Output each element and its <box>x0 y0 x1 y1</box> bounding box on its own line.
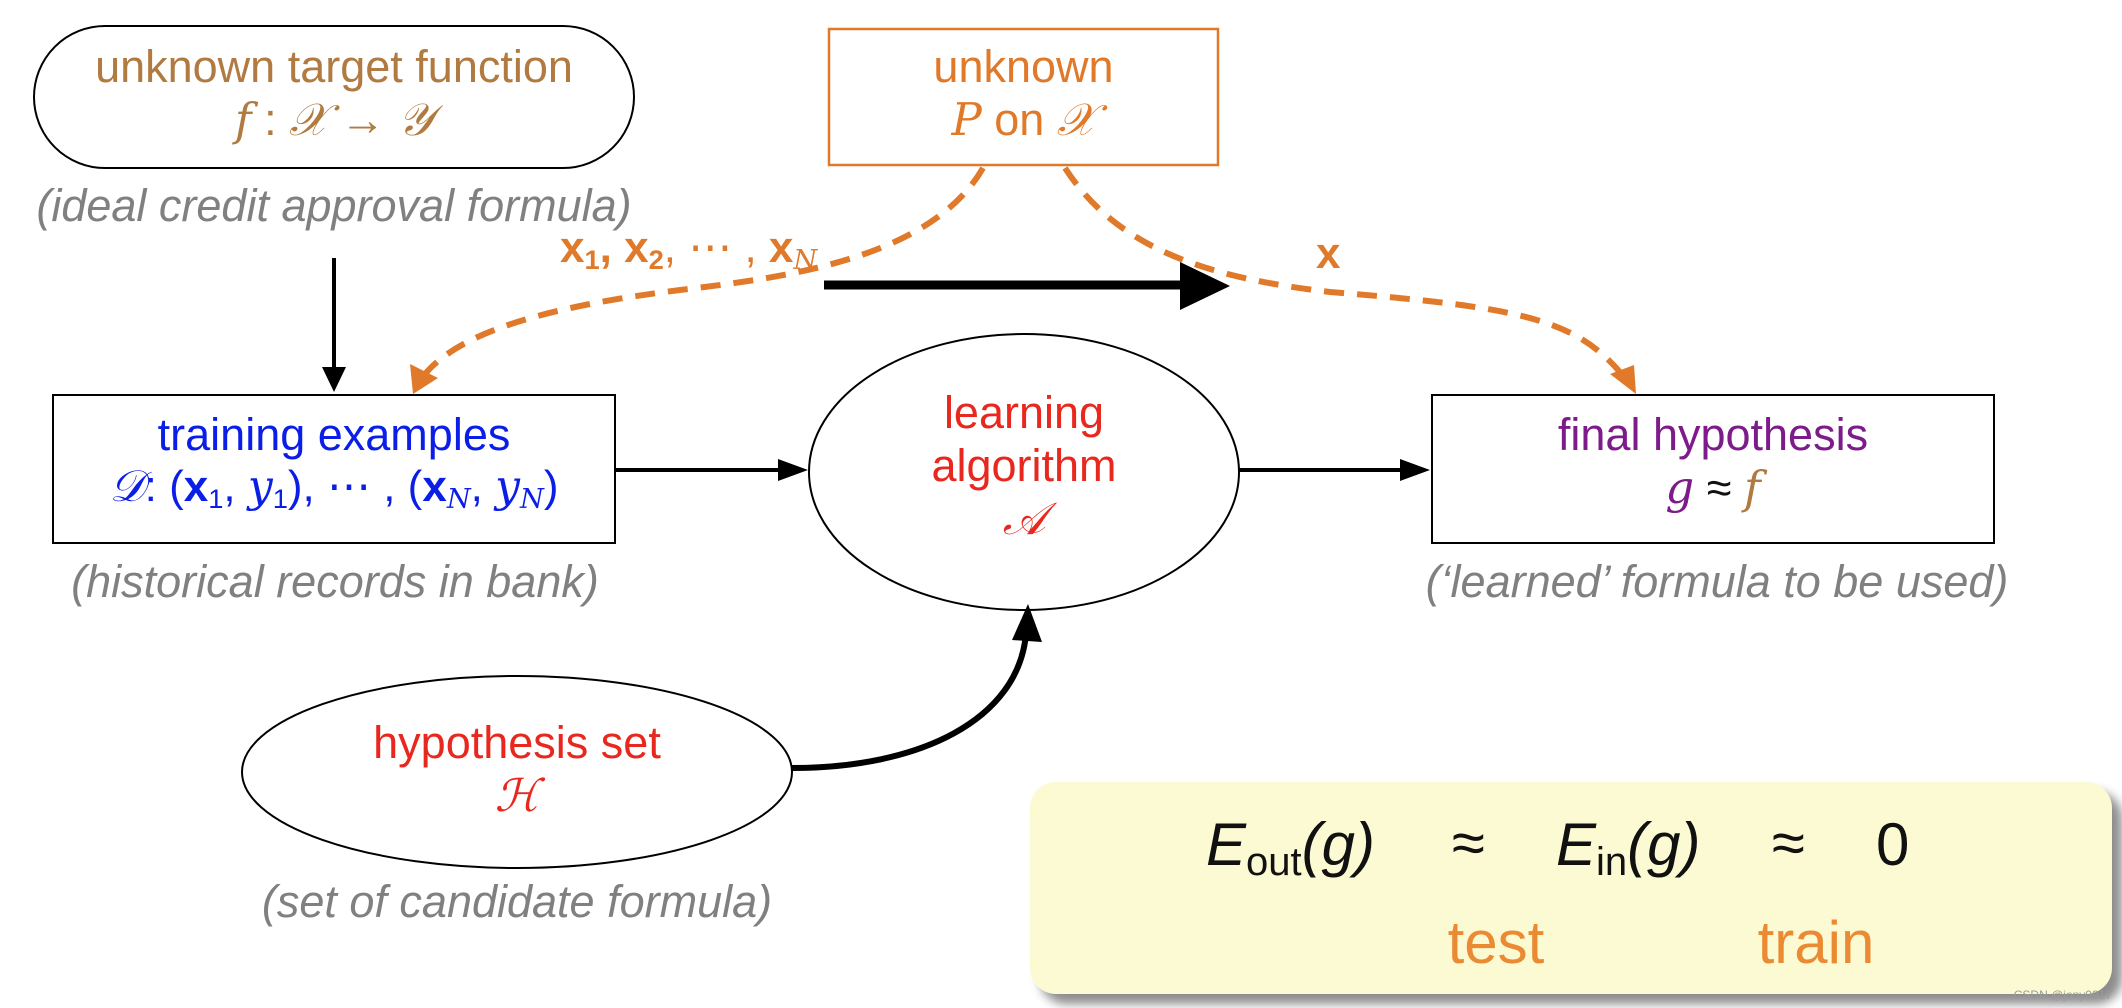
hypothesis-set-symbol: ℋ <box>494 769 540 823</box>
sample-to-training-dashed-arrow <box>415 166 986 386</box>
formula-zero: 0 <box>1876 811 1910 878</box>
hypothesis-to-algorithm-arrowhead <box>1012 604 1042 642</box>
training-title: training examples <box>157 409 511 460</box>
sample-to-training-arrowhead <box>410 364 438 394</box>
final-formula: g ≈ f <box>1432 461 1994 514</box>
target-colon: : <box>264 94 277 146</box>
algorithm-to-final-arrowhead <box>1400 459 1430 481</box>
target-Y: 𝒴 <box>397 93 434 147</box>
hypothesis-set-title: hypothesis set <box>373 717 661 768</box>
formula-E-out: Eout(g) <box>1206 811 1375 884</box>
training-dataset: 𝒟: (x1, y1), ⋯ , (xN, yN) <box>109 461 559 515</box>
hypothesis-set-node <box>241 675 793 869</box>
final-caption: (‘learned’ formula to be used) <box>1425 556 2009 607</box>
algorithm-label: learning algorithm 𝒜 <box>809 386 1239 545</box>
sample-to-final-arrowhead <box>1610 365 1636 394</box>
formula-panel <box>1030 782 2112 994</box>
same-distribution-arrowhead <box>1180 262 1230 310</box>
algorithm-symbol: 𝒜 <box>1002 492 1046 546</box>
hypothesis-set-caption: (set of candidate formula) <box>261 876 773 927</box>
target-node <box>33 25 635 169</box>
formula-E-in: Ein(g) <box>1556 811 1701 884</box>
distribution-P: P <box>951 93 982 147</box>
training-node <box>52 394 616 544</box>
sample-to-final-dashed-arrow <box>1062 166 1631 384</box>
samples-label: x1, x2, ⋯ , xN <box>560 223 818 276</box>
training-caption: (historical records in bank) <box>71 556 599 607</box>
target-mapping: f : 𝒳 → 𝒴 <box>34 93 634 146</box>
final-label: final hypothesis g ≈ f <box>1432 408 1994 514</box>
target-X: 𝒳 <box>289 93 328 147</box>
target-f: f <box>234 93 252 147</box>
target-label: unknown target function f : 𝒳 → 𝒴 <box>34 40 634 146</box>
distribution-on: on <box>994 94 1045 146</box>
distribution-node <box>827 27 1220 167</box>
hypothesis-to-algorithm-arrow <box>791 633 1029 771</box>
formula-approx-2: ≈ <box>1772 809 1805 876</box>
target-arrow: → <box>340 94 386 146</box>
training-to-algorithm-arrowhead <box>778 459 808 481</box>
algorithm-line2: algorithm <box>931 440 1117 492</box>
final-approx: ≈ <box>1706 462 1732 514</box>
hypothesis-set-label: hypothesis set ℋ <box>242 716 792 822</box>
watermark: CSDN @jony0917 <box>2013 988 2112 1002</box>
formula-approx-1: ≈ <box>1452 809 1485 876</box>
distribution-label: unknown P on 𝒳 <box>829 40 1218 146</box>
training-label: training examples 𝒟: (x1, y1), ⋯ , (xN, … <box>53 408 615 516</box>
distribution-X: 𝒳 <box>1056 93 1096 147</box>
target-title: unknown target function <box>95 41 573 92</box>
algorithm-line1: learning <box>943 387 1105 438</box>
underbrace-test-label: test <box>1447 909 1545 976</box>
test-point-label: x <box>1316 229 1341 278</box>
sample-xN: xN <box>768 223 818 276</box>
underbrace-train-label: train <box>1757 909 1875 976</box>
distribution-title: unknown <box>933 41 1114 92</box>
final-g: g <box>1665 461 1695 515</box>
target-caption: (ideal credit approval formula) <box>36 180 632 231</box>
sample-x1: x1 <box>560 223 600 275</box>
sample-x2: x2 <box>624 223 664 275</box>
distribution-formula: P on 𝒳 <box>829 93 1218 146</box>
target-to-training-arrowhead <box>322 367 346 392</box>
final-title: final hypothesis <box>1557 409 1869 460</box>
final-f: f <box>1743 461 1761 515</box>
final-node <box>1431 394 1995 544</box>
